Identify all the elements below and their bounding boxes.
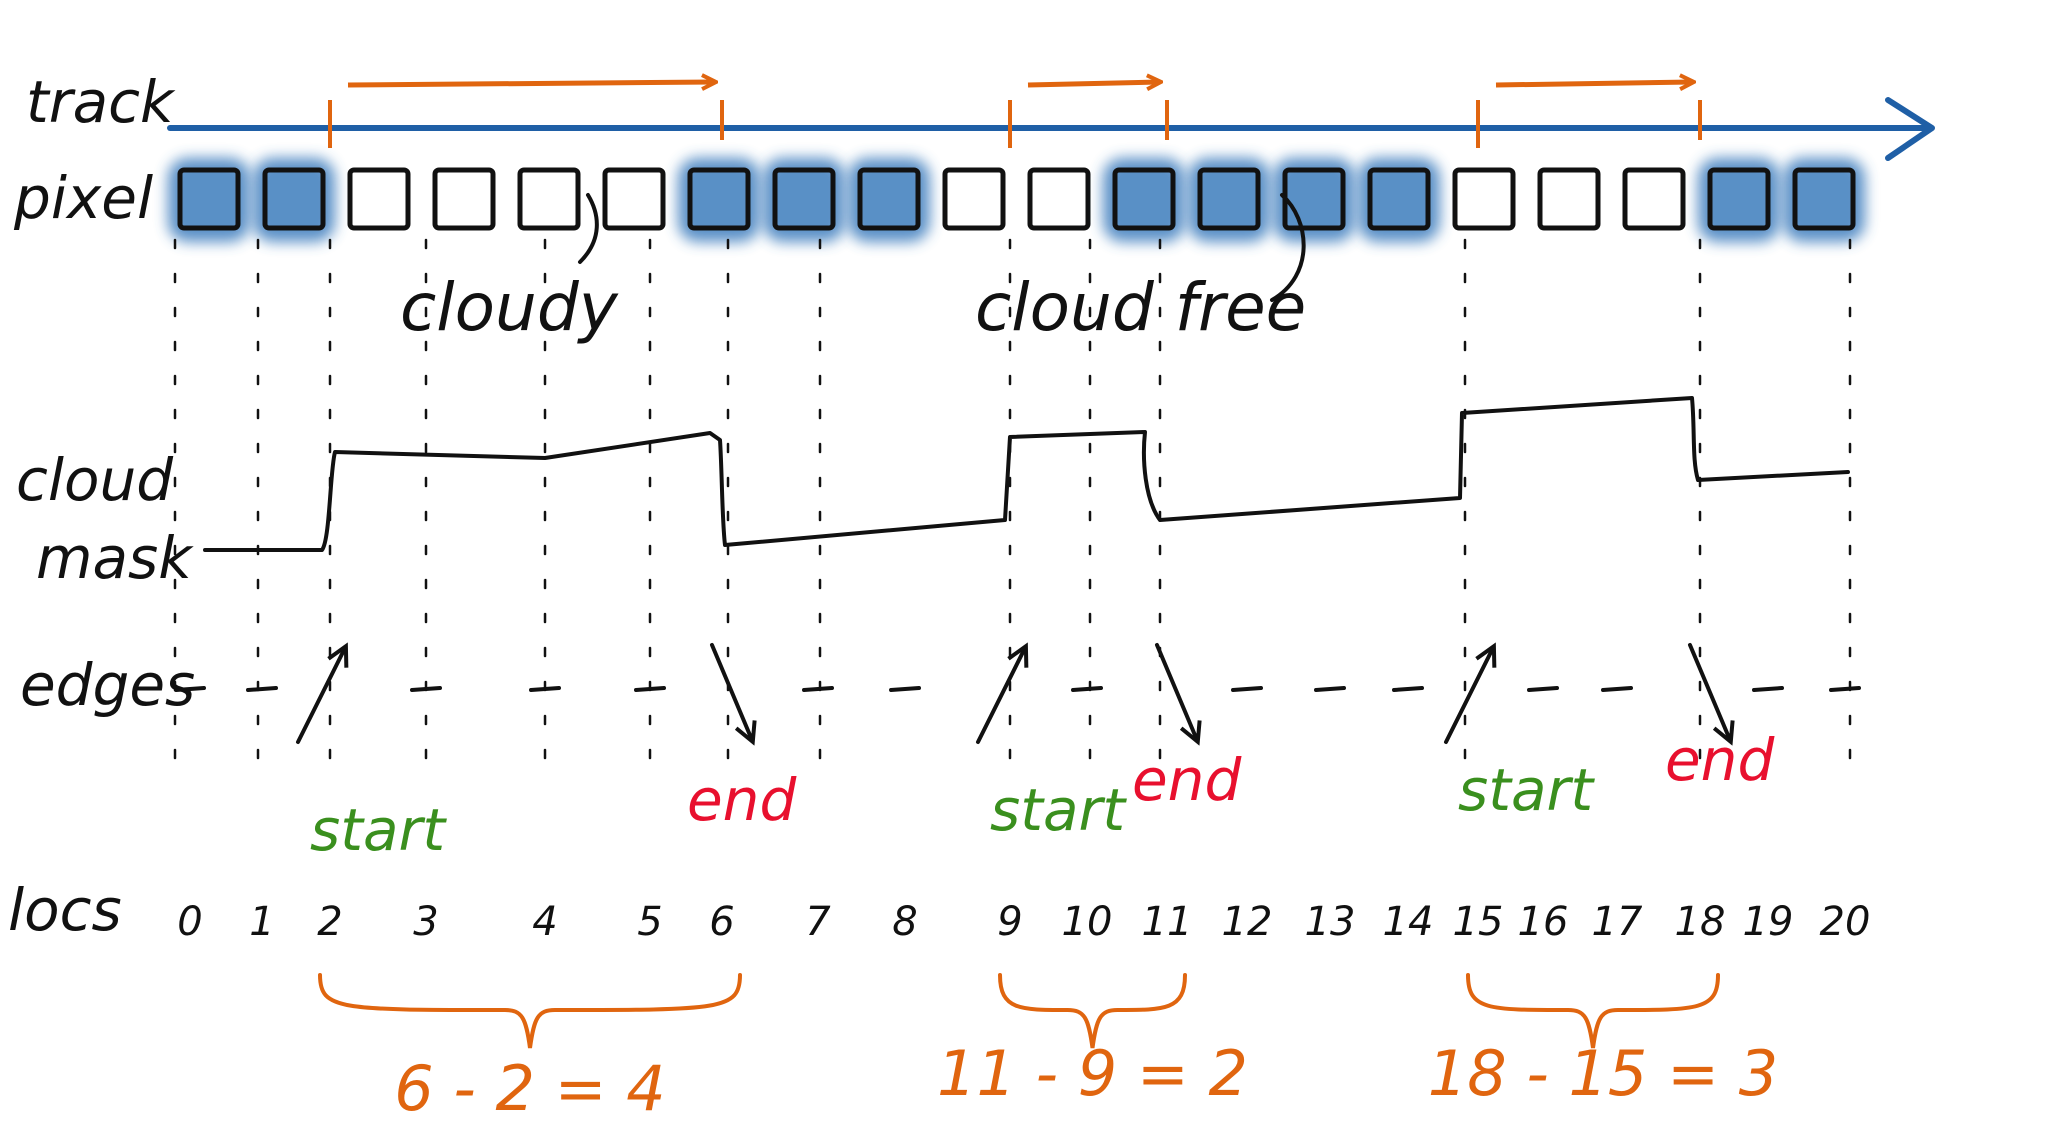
cloud-free-annotation: cloud free	[975, 193, 1306, 346]
loc-number: 12	[1222, 899, 1273, 945]
pixel-clear	[1622, 167, 1686, 231]
label-edges: edges	[20, 651, 195, 719]
edge-flat-dash	[889, 686, 921, 692]
segment-arrow	[347, 82, 714, 85]
segment-length-equation: 6 - 2 = 4	[394, 1052, 666, 1125]
edges-row	[174, 643, 1861, 744]
pixel-clear	[942, 167, 1006, 231]
segment-arrow	[1495, 82, 1692, 85]
edge-flat-dash	[1231, 686, 1263, 692]
loc-number: 1	[249, 899, 274, 945]
loc-number: 15	[1453, 899, 1504, 945]
start-label: start	[990, 776, 1127, 844]
edge-flat-dash	[174, 686, 206, 692]
pixel-clear	[602, 167, 666, 231]
pixel-cloudy	[1358, 158, 1440, 242]
pixel-clear	[1537, 167, 1601, 231]
pixel-cloudy	[1783, 158, 1865, 242]
loc-number: 6	[709, 899, 734, 945]
loc-number: 14	[1383, 899, 1434, 945]
pixel-clear	[432, 167, 496, 231]
segment-brace	[1466, 973, 1720, 1049]
loc-number: 0	[177, 899, 202, 945]
pixel-cloudy	[1188, 158, 1270, 242]
loc-number: 2	[317, 899, 342, 945]
edge-rise-arrow	[1444, 648, 1493, 744]
pixel-clear	[1452, 167, 1516, 231]
edge-rise-arrow	[976, 648, 1025, 744]
edge-fall-arrow	[1155, 643, 1197, 740]
end-label: end	[687, 766, 797, 834]
label-cloud: cloud	[16, 446, 174, 514]
label-track: track	[26, 68, 176, 136]
edge-fall-arrow	[1688, 643, 1730, 740]
edge-rise-arrow	[296, 648, 345, 744]
pixel-cloudy	[763, 158, 845, 242]
cloudy-label: cloudy	[400, 269, 619, 346]
segment-arrow	[1027, 82, 1159, 85]
edge-flat-dash	[1314, 686, 1346, 692]
loc-number: 3	[413, 899, 438, 945]
edge-flat-dash	[634, 686, 666, 692]
label-mask: mask	[36, 524, 194, 592]
edge-flat-dash	[410, 686, 442, 692]
edge-flat-dash	[802, 686, 834, 692]
loc-number: 16	[1518, 899, 1569, 945]
edge-flat-dash	[246, 686, 278, 692]
loc-number: 17	[1592, 899, 1643, 945]
edge-flat-dash	[1392, 686, 1424, 692]
pixel-cloudy	[168, 158, 250, 242]
start-label: start	[1458, 756, 1595, 824]
end-label: end	[1132, 746, 1242, 814]
cloudy-annotation: cloudy	[400, 193, 619, 346]
loc-number: 20	[1820, 899, 1871, 945]
loc-number: 4	[532, 899, 557, 945]
loc-number: 13	[1305, 899, 1356, 945]
edge-flat-dash	[1752, 686, 1784, 692]
loc-number: 18	[1675, 899, 1726, 945]
edge-flat-dash	[1527, 686, 1559, 692]
pixel-cloudy	[1698, 158, 1780, 242]
loc-number: 5	[637, 899, 662, 945]
segment-brace	[998, 973, 1187, 1049]
brace-row: 6 - 2 = 4 11 - 9 = 2 18 - 15 = 3	[318, 973, 1778, 1125]
edge-fall-arrow	[710, 643, 752, 740]
edge-flat-dash	[1601, 686, 1633, 692]
cloud-free-label: cloud free	[975, 269, 1306, 346]
loc-number: 8	[892, 899, 917, 945]
pixel-cloudy	[1103, 158, 1185, 242]
loc-number: 9	[997, 899, 1022, 945]
label-pixel: pixel	[13, 164, 153, 232]
edge-flat-dash	[1829, 686, 1861, 692]
track-arrow	[167, 97, 1935, 161]
pixel-cloudy	[253, 158, 335, 242]
segment-brace	[318, 973, 742, 1049]
loc-number: 19	[1743, 899, 1794, 945]
edge-flat-dash	[529, 686, 561, 692]
pixel-clear	[347, 167, 411, 231]
cloud-mask-line	[203, 396, 1850, 552]
segment-arrows	[328, 82, 1702, 148]
pixel-cloudy	[848, 158, 930, 242]
pixel-row	[168, 158, 1865, 242]
pixel-clear	[1027, 167, 1091, 231]
pixel-cloudy	[678, 158, 760, 242]
pixel-clear	[517, 167, 581, 231]
label-locs: locs	[8, 876, 122, 944]
segment-length-equation: 11 - 9 = 2	[937, 1037, 1248, 1110]
loc-number: 10	[1062, 899, 1113, 945]
loc-number: 11	[1142, 899, 1193, 945]
loc-number: 7	[805, 899, 831, 945]
segment-length-equation: 18 - 15 = 3	[1428, 1037, 1778, 1110]
start-label: start	[310, 796, 447, 864]
end-label: end	[1665, 726, 1775, 794]
edge-flat-dash	[1071, 686, 1103, 692]
